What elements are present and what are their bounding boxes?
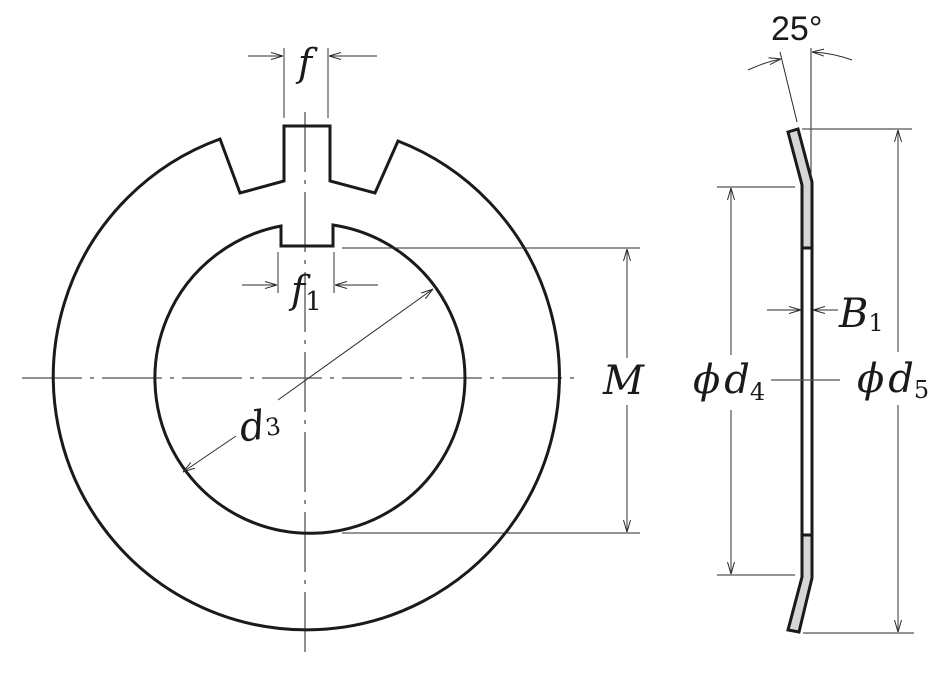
outer-contour [51, 124, 561, 632]
upper-bent-section [786, 127, 814, 250]
label-f: f [295, 41, 318, 85]
d3-leader-upper [277, 289, 433, 401]
front-view: f f1 d3 M [22, 41, 645, 655]
lower-bent-section [786, 533, 814, 634]
angle-arc-left [747, 59, 781, 71]
label-B1: B1 [838, 291, 884, 337]
label-f1: f1 [288, 268, 322, 317]
label-d3: d3 [236, 400, 283, 451]
angle-ref-inclined [779, 51, 798, 123]
inner-contour [153, 223, 467, 535]
label-angle: 25° [771, 10, 822, 48]
label-M: M [602, 358, 645, 404]
angle-arc-right [812, 52, 853, 61]
d3-leader-lower [183, 435, 237, 472]
